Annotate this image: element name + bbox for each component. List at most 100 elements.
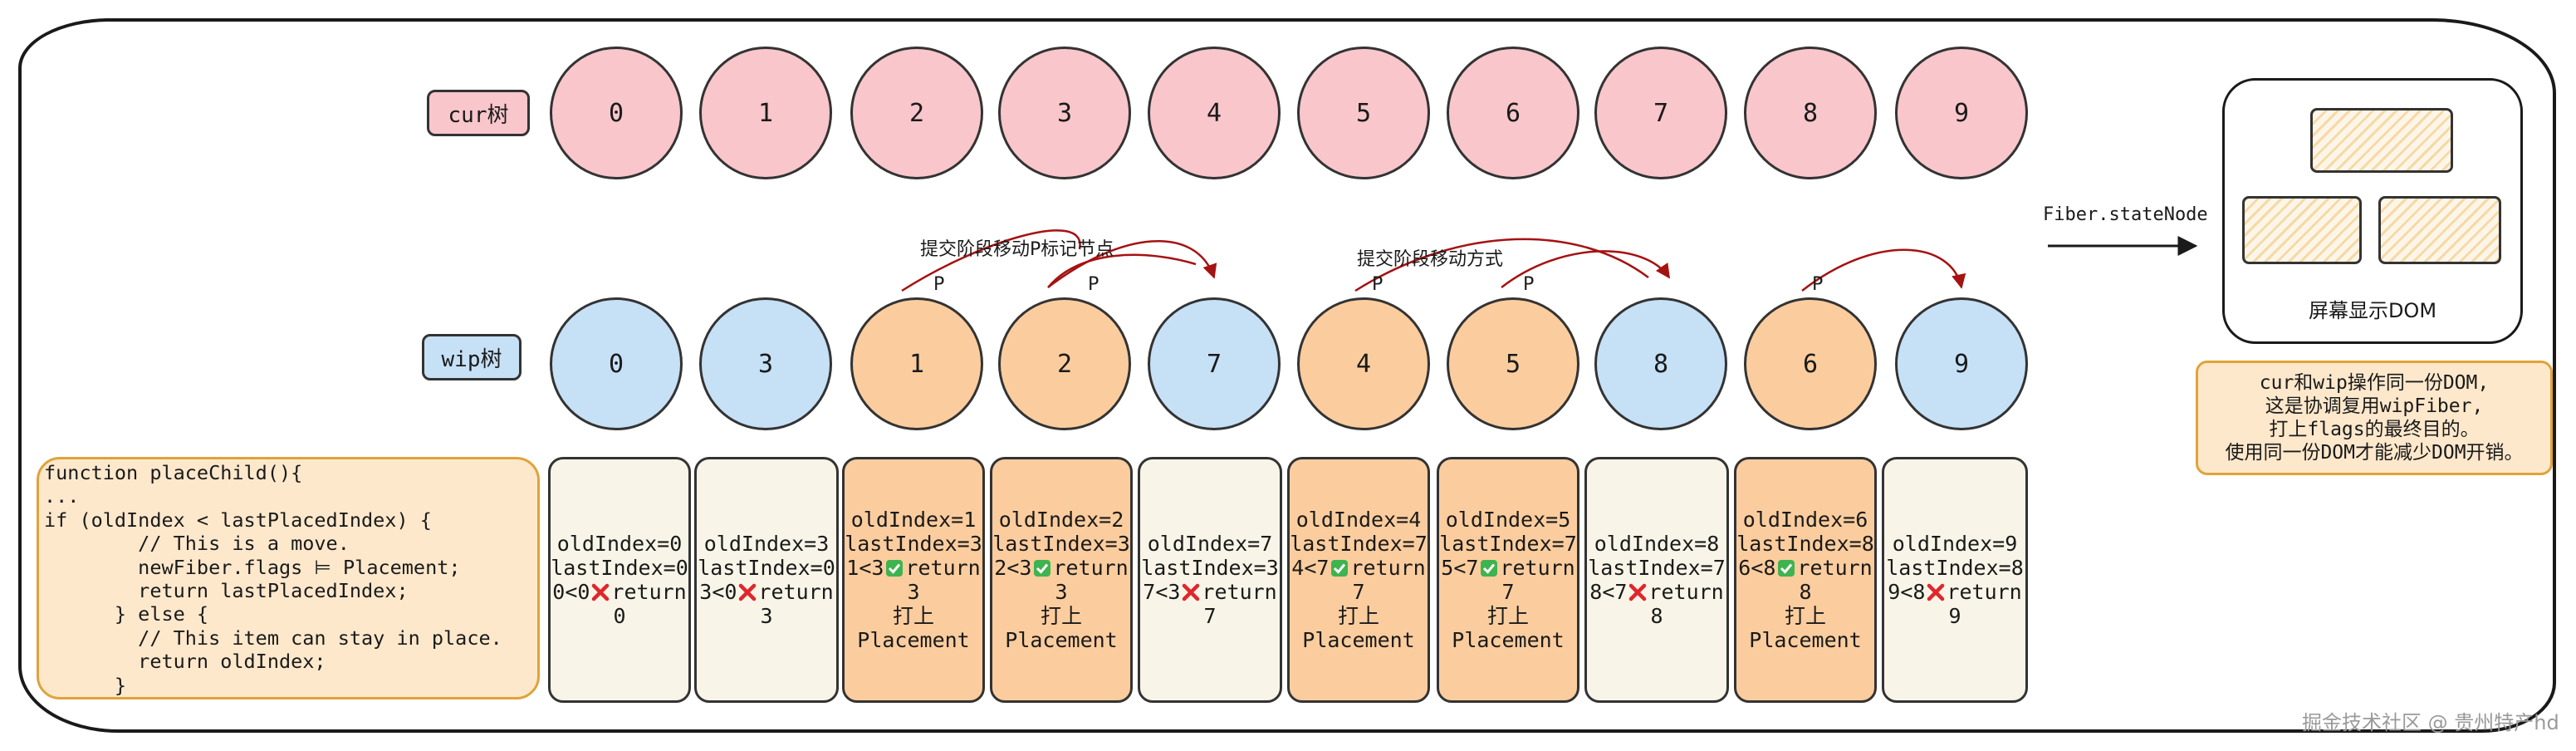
arrow-4-to-8 xyxy=(1354,238,1649,292)
last-index-text: lastIndex=3 xyxy=(1141,556,1279,580)
old-index-text: oldIndex=0 xyxy=(556,532,683,556)
dom-note: cur和wip操作同一份DOM,这是协调复用wipFiber,打上flags的最… xyxy=(2196,361,2553,475)
arrow-1-to-7 xyxy=(901,229,1081,292)
cur-node: 6 xyxy=(1447,47,1579,179)
return-value: 7 xyxy=(1352,580,1365,604)
cur-node: 5 xyxy=(1297,47,1430,179)
cur-node: 0 xyxy=(550,47,683,179)
last-index-text: lastIndex=8 xyxy=(1886,556,2024,580)
placement-text: Placement xyxy=(1005,628,1118,652)
note-line: 这是协调复用wipFiber, xyxy=(2265,395,2484,417)
return-keyword: return xyxy=(1350,556,1426,580)
placement-text: 打上 xyxy=(892,604,934,628)
compare-text: 6<8 xyxy=(1738,556,1776,580)
dom-block xyxy=(2242,196,2362,264)
annotation-commit-move-p: 提交阶段移动P标记节点 xyxy=(920,239,1114,260)
wip-node: 2 xyxy=(998,297,1131,430)
p-mark: P xyxy=(1523,274,1535,295)
wip-node: 8 xyxy=(1594,297,1727,430)
placement-text: Placement xyxy=(1749,628,1862,652)
return-keyword: return xyxy=(1947,580,2022,604)
compare-text: 9<8 xyxy=(1888,580,1926,604)
code-line: ... xyxy=(44,484,80,508)
dom-block xyxy=(2310,108,2453,173)
wip-node: 0 xyxy=(550,297,683,430)
check-icon xyxy=(1331,560,1349,577)
wip-node: 6 xyxy=(1744,297,1877,430)
return-value: 0 xyxy=(613,604,626,628)
check-icon xyxy=(1481,560,1498,577)
cur-node: 2 xyxy=(850,47,983,179)
old-index-text: oldIndex=2 xyxy=(998,508,1124,532)
compare-text: 2<3 xyxy=(994,556,1032,580)
return-value: 7 xyxy=(1203,604,1217,628)
return-keyword: return xyxy=(1797,556,1873,580)
wip-tree-label: wip树 xyxy=(422,334,522,380)
compare-line: 5<7 return xyxy=(1441,556,1574,580)
arrow-2-to-7 xyxy=(1047,239,1217,288)
cross-icon xyxy=(1629,583,1647,601)
p-mark: P xyxy=(1088,274,1099,295)
check-icon xyxy=(1778,560,1795,577)
watermark: 掘金技术社区 @ 贵州特产hd xyxy=(2302,711,2559,734)
wip-node: 1 xyxy=(850,297,983,430)
return-value: 3 xyxy=(907,580,920,604)
cur-node: 8 xyxy=(1744,47,1877,179)
compare-text: 0<0 xyxy=(552,580,590,604)
cross-icon xyxy=(1183,583,1200,601)
return-keyword: return xyxy=(1500,556,1575,580)
state-node-label: Fiber.stateNode xyxy=(2043,204,2208,225)
return-value: 3 xyxy=(760,604,773,628)
p-mark: P xyxy=(1372,274,1383,295)
compare-text: 5<7 xyxy=(1441,556,1479,580)
dom-screen-frame xyxy=(2222,78,2523,344)
placement-text: Placement xyxy=(1302,628,1415,652)
old-index-text: oldIndex=4 xyxy=(1295,508,1422,532)
last-index-text: lastIndex=7 xyxy=(1588,556,1726,580)
last-index-text: lastIndex=3 xyxy=(845,532,982,556)
note-line: cur和wip操作同一份DOM, xyxy=(2259,372,2490,394)
cur-node: 9 xyxy=(1895,47,2028,179)
old-index-text: oldIndex=5 xyxy=(1445,508,1571,532)
code-line: // This is a move. xyxy=(44,532,350,556)
cur-node: 4 xyxy=(1148,47,1281,179)
note-line: 打上flags的最终目的。 xyxy=(2269,419,2480,440)
placement-text: 打上 xyxy=(1784,604,1826,628)
arrow-6-to-9 xyxy=(1801,248,1966,292)
wip-node: 4 xyxy=(1297,297,1430,430)
return-keyword: return xyxy=(1648,580,1724,604)
code-line: return oldIndex; xyxy=(44,650,326,674)
placement-text: 打上 xyxy=(1337,604,1379,628)
old-index-text: oldIndex=7 xyxy=(1147,532,1273,556)
wip-node: 3 xyxy=(699,297,832,430)
last-index-text: lastIndex=0 xyxy=(698,556,835,580)
code-line: function placeChild(){ xyxy=(44,461,303,484)
dom-screen-label: 屏幕显示DOM xyxy=(2308,299,2437,322)
wip-node: 9 xyxy=(1895,297,2028,430)
compare-line: 9<8 return xyxy=(1888,580,2021,604)
last-index-text: lastIndex=7 xyxy=(1439,532,1577,556)
last-index-text: lastIndex=0 xyxy=(551,556,688,580)
return-value: 8 xyxy=(1650,604,1663,628)
compare-text: 1<3 xyxy=(846,556,884,580)
cross-icon xyxy=(592,583,610,601)
cross-icon xyxy=(739,583,757,601)
cross-icon xyxy=(1927,583,1945,601)
p-mark: P xyxy=(933,274,945,295)
return-keyword: return xyxy=(905,556,981,580)
return-value: 9 xyxy=(1948,604,1961,628)
check-icon xyxy=(1034,560,1051,577)
return-value: 8 xyxy=(1799,580,1812,604)
wip-node: 7 xyxy=(1148,297,1281,430)
placement-text: Placement xyxy=(1452,628,1565,652)
